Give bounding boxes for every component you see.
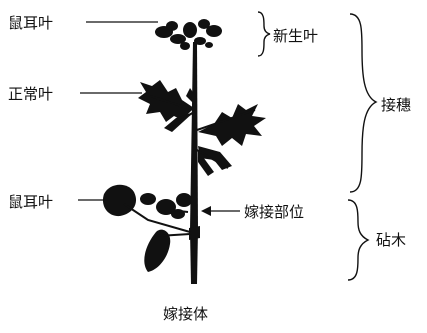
brace-scion	[350, 14, 376, 192]
label-graft-site: 嫁接部位	[244, 203, 304, 221]
label-scion: 接穗	[381, 96, 411, 114]
label-bottom-mouse-ear-leaf: 鼠耳叶	[8, 193, 53, 211]
figure-caption: 嫁接体	[163, 305, 208, 323]
normal-leaf-left	[138, 80, 197, 132]
label-new-leaf: 新生叶	[273, 27, 318, 45]
brace-rootstock	[348, 200, 368, 280]
label-normal-leaf: 正常叶	[8, 85, 53, 103]
brace-new-leaves	[258, 12, 270, 56]
label-top-mouse-ear-leaf: 鼠耳叶	[8, 14, 53, 32]
graft-site-arrowhead	[201, 206, 211, 216]
label-rootstock: 砧木	[376, 231, 406, 249]
graft-union	[189, 226, 200, 240]
main-stem	[190, 42, 198, 284]
normal-leaf-right	[198, 104, 266, 176]
top-leaf-cluster	[155, 19, 222, 50]
